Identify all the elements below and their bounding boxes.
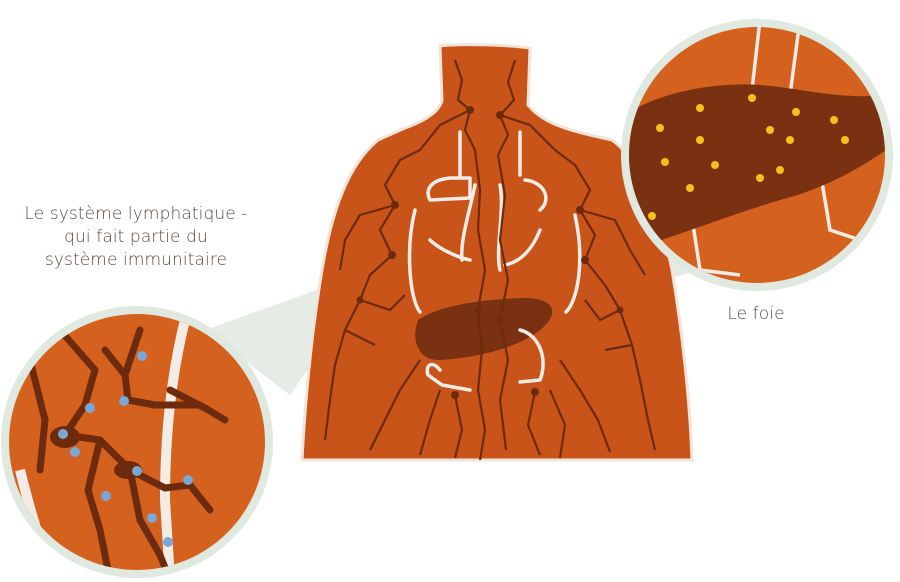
lymphatic-label-line-1: Le système lymphatique - (2, 203, 270, 226)
lymphatic-label-line-3: système immunitaire (2, 249, 270, 272)
liver-label: Le foie (706, 303, 806, 326)
lymphatic-system-label: Le système lymphatique - qui fait partie… (2, 203, 270, 272)
lymphatic-label-line-2: qui fait partie du (2, 226, 270, 249)
